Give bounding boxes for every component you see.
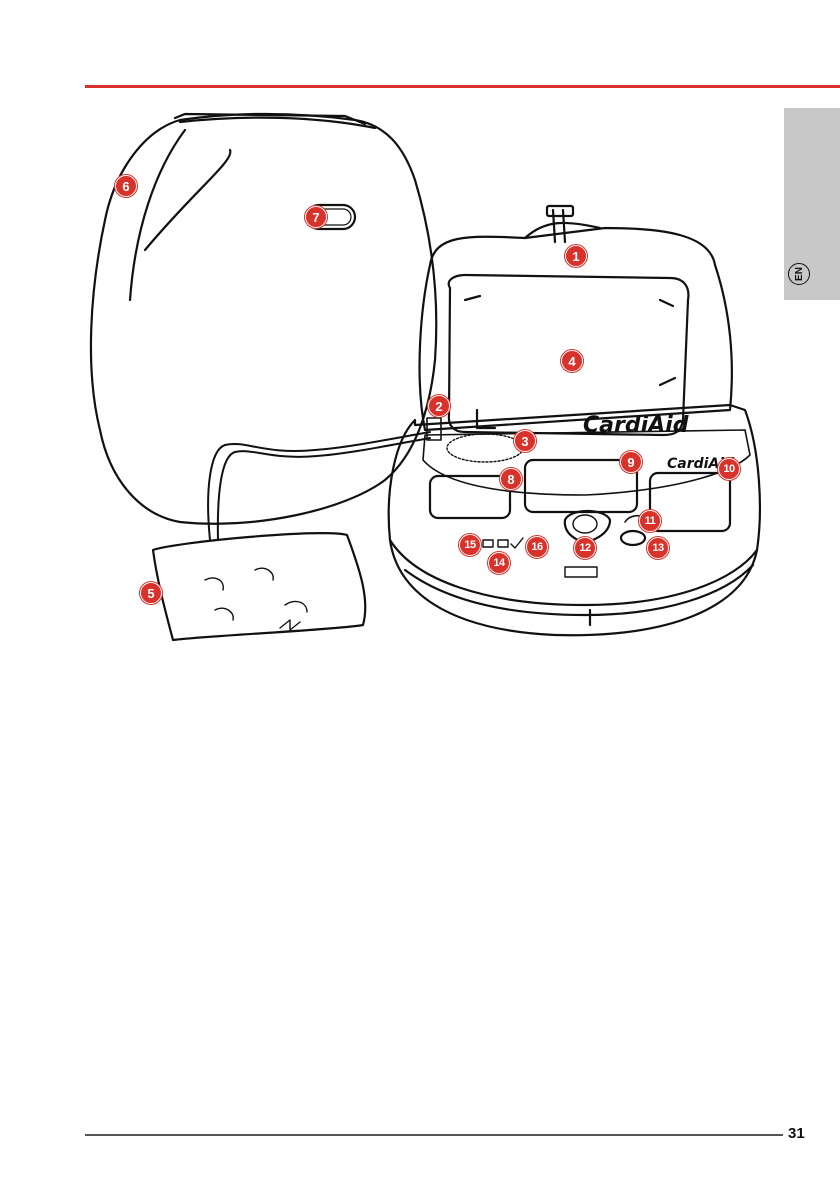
callout-5: 5 (140, 582, 162, 604)
footer-rule (85, 1134, 783, 1136)
callout-8: 8 (500, 468, 522, 490)
callout-15: 15 (459, 534, 481, 556)
callout-16: 16 (526, 536, 548, 558)
callout-1: 1 (565, 245, 587, 267)
header-rule (85, 85, 840, 88)
language-badge: EN (788, 263, 810, 285)
speaker-grille (447, 434, 523, 462)
aed-device-illustration: CardiAid CardiAid 1 2 3 4 5 6 7 8 9 10 1… (85, 110, 765, 650)
language-code: EN (794, 267, 805, 281)
callout-14: 14 (488, 552, 510, 574)
callout-3: 3 (514, 430, 536, 452)
aed-line-drawing: CardiAid CardiAid (85, 110, 765, 650)
callout-6: 6 (115, 175, 137, 197)
pictogram-step-2 (525, 460, 637, 512)
callout-2: 2 (428, 395, 450, 417)
callout-12: 12 (574, 537, 596, 559)
on-off-button (621, 531, 645, 545)
callout-7: 7 (305, 206, 327, 228)
callout-9: 9 (620, 451, 642, 473)
electrode-package (153, 533, 365, 640)
page-number: 31 (788, 1125, 828, 1142)
callout-13: 13 (647, 537, 669, 559)
callout-10: 10 (718, 458, 740, 480)
callout-4: 4 (561, 350, 583, 372)
pictogram-step-1 (430, 476, 510, 518)
brand-label: CardiAid (583, 413, 689, 438)
carry-case (91, 114, 436, 524)
callout-11: 11 (639, 510, 661, 532)
